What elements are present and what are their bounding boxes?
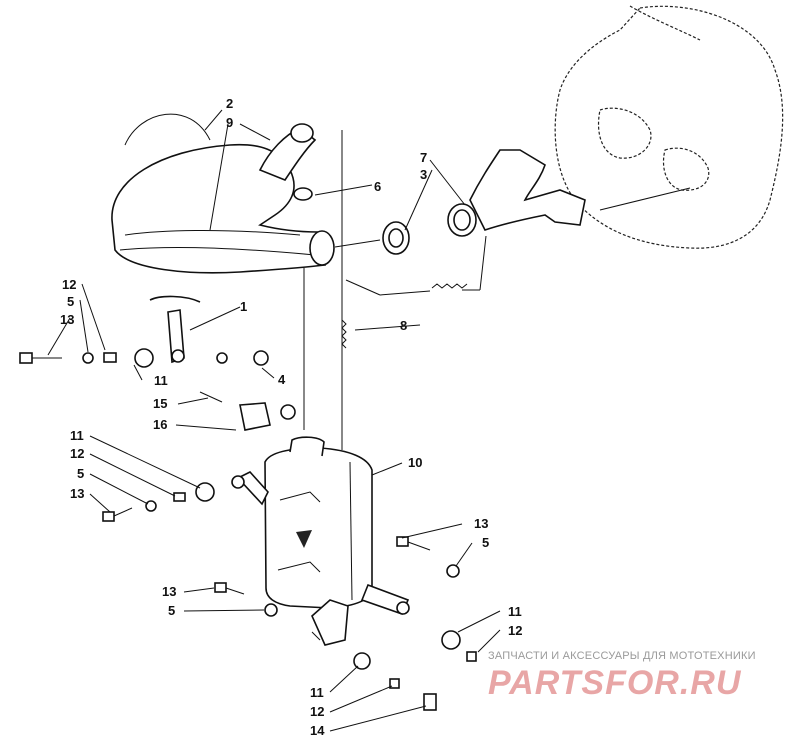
callout-14: 14 [310, 723, 325, 738]
watermark-tagline: ЗАПЧАСТИ И АКСЕССУАРЫ ДЛЯ МОТОТЕХНИКИ [488, 650, 756, 662]
callouts: 2 9 7 3 6 12 5 13 1 8 11 4 15 16 11 12 5… [60, 96, 522, 738]
callout-6: 6 [374, 179, 381, 194]
callout-12: 12 [62, 277, 76, 292]
callout-1: 1 [240, 299, 247, 314]
watermark: ЗАПЧАСТИ И АКСЕССУАРЫ ДЛЯ МОТОТЕХНИКИ PA… [488, 650, 788, 703]
upper-hardware [19, 348, 296, 431]
callout-9: 9 [226, 115, 233, 130]
leader-lines [47, 109, 501, 732]
callout-4: 4 [278, 372, 286, 387]
exhaust-manifold [447, 149, 586, 237]
callout-11d: 11 [310, 685, 324, 700]
callout-5b: 5 [77, 466, 84, 481]
callout-3: 3 [420, 167, 427, 182]
callout-10: 10 [408, 455, 422, 470]
callout-8: 8 [400, 318, 407, 333]
callout-11: 11 [154, 373, 168, 388]
callout-13b: 13 [70, 486, 84, 501]
callout-5d: 5 [168, 603, 175, 618]
springs [341, 283, 468, 349]
callout-13c: 13 [474, 516, 488, 531]
coupler [382, 221, 410, 255]
callout-15: 15 [153, 396, 167, 411]
callout-13: 13 [60, 312, 74, 327]
callout-2: 2 [226, 96, 233, 111]
callout-12d: 12 [310, 704, 324, 719]
callout-5: 5 [67, 294, 74, 309]
callout-12b: 12 [70, 446, 84, 461]
engine-outline [554, 5, 784, 249]
callout-13d: 13 [162, 584, 176, 599]
expansion-chamber [111, 123, 335, 274]
mounting-bracket [149, 295, 201, 364]
callout-16: 16 [153, 417, 167, 432]
muffler-bottom-hardware [214, 582, 437, 711]
grommet [293, 187, 313, 201]
spring-wire [124, 113, 211, 146]
callout-5c: 5 [482, 535, 489, 550]
muffler [231, 436, 410, 646]
callout-11c: 11 [508, 604, 522, 619]
callout-7: 7 [420, 150, 427, 165]
callout-12c: 12 [508, 623, 522, 638]
callout-11b: 11 [70, 428, 84, 443]
muffler-left-hardware [102, 482, 215, 522]
watermark-logo: PARTSFOR.RU [488, 664, 742, 702]
muffler-right-hardware [396, 536, 477, 662]
